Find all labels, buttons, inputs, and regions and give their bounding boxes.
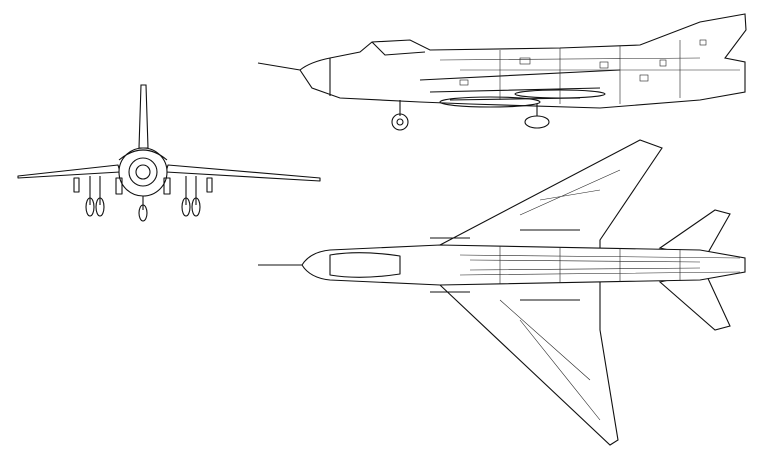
top-view xyxy=(258,139,746,446)
side-view xyxy=(257,13,747,131)
front-view xyxy=(17,84,321,222)
